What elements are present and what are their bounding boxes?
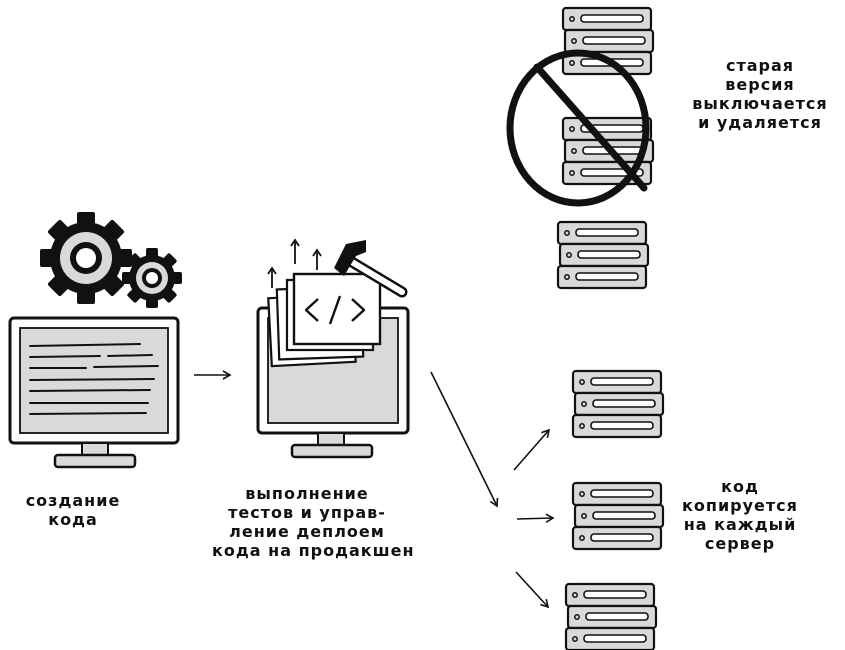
label-old-version: старая версия выключается и удаляется: [692, 56, 828, 132]
label-tests-deploy: выполнение тестов и управ- ление деплоем…: [212, 484, 415, 560]
hammer-icon: [334, 240, 408, 298]
label-create-code: создание кода: [25, 491, 121, 529]
prohibited-sign-icon: [506, 49, 650, 207]
gears-icon: [40, 212, 182, 308]
arrow-fanout: [430, 371, 555, 609]
new-servers: [564, 369, 665, 650]
monitor-code-icon: [8, 316, 180, 469]
upload-arrows: [267, 238, 322, 288]
label-code-copied: код копируется на каждый сервер: [682, 477, 798, 553]
code-brackets-icon: [292, 272, 382, 346]
